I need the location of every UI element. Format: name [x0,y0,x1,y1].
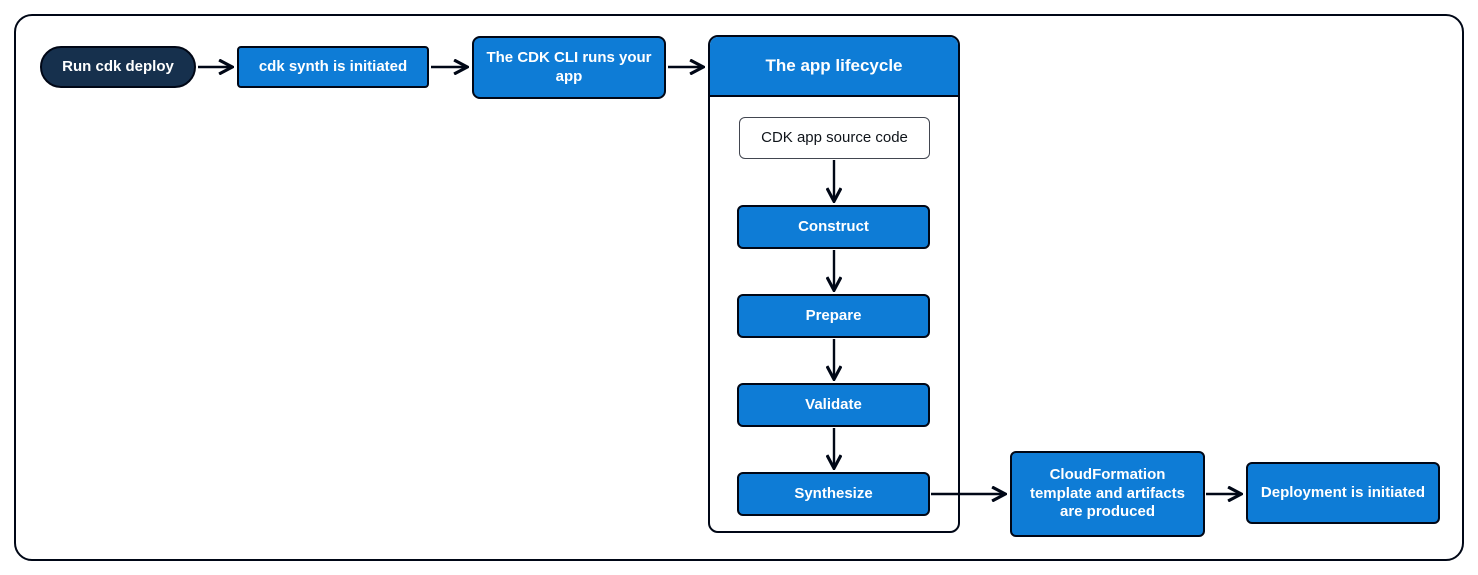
node-validate: Validate [737,383,930,427]
node-cdk-cli-runs-app: The CDK CLI runs your app [472,36,666,99]
node-cdk-app-source-code: CDK app source code [739,117,930,159]
node-synthesize: Synthesize [737,472,930,516]
node-prepare: Prepare [737,294,930,338]
app-lifecycle-header: The app lifecycle [710,37,958,97]
node-run-cdk-deploy: Run cdk deploy [40,46,196,88]
node-construct: Construct [737,205,930,249]
node-deployment-initiated: Deployment is initiated [1246,462,1440,524]
node-cloudformation-produced: CloudFormation template and artifacts ar… [1010,451,1205,537]
app-lifecycle-container: The app lifecycle [708,35,960,533]
node-cdk-synth-initiated: cdk synth is initiated [237,46,429,88]
